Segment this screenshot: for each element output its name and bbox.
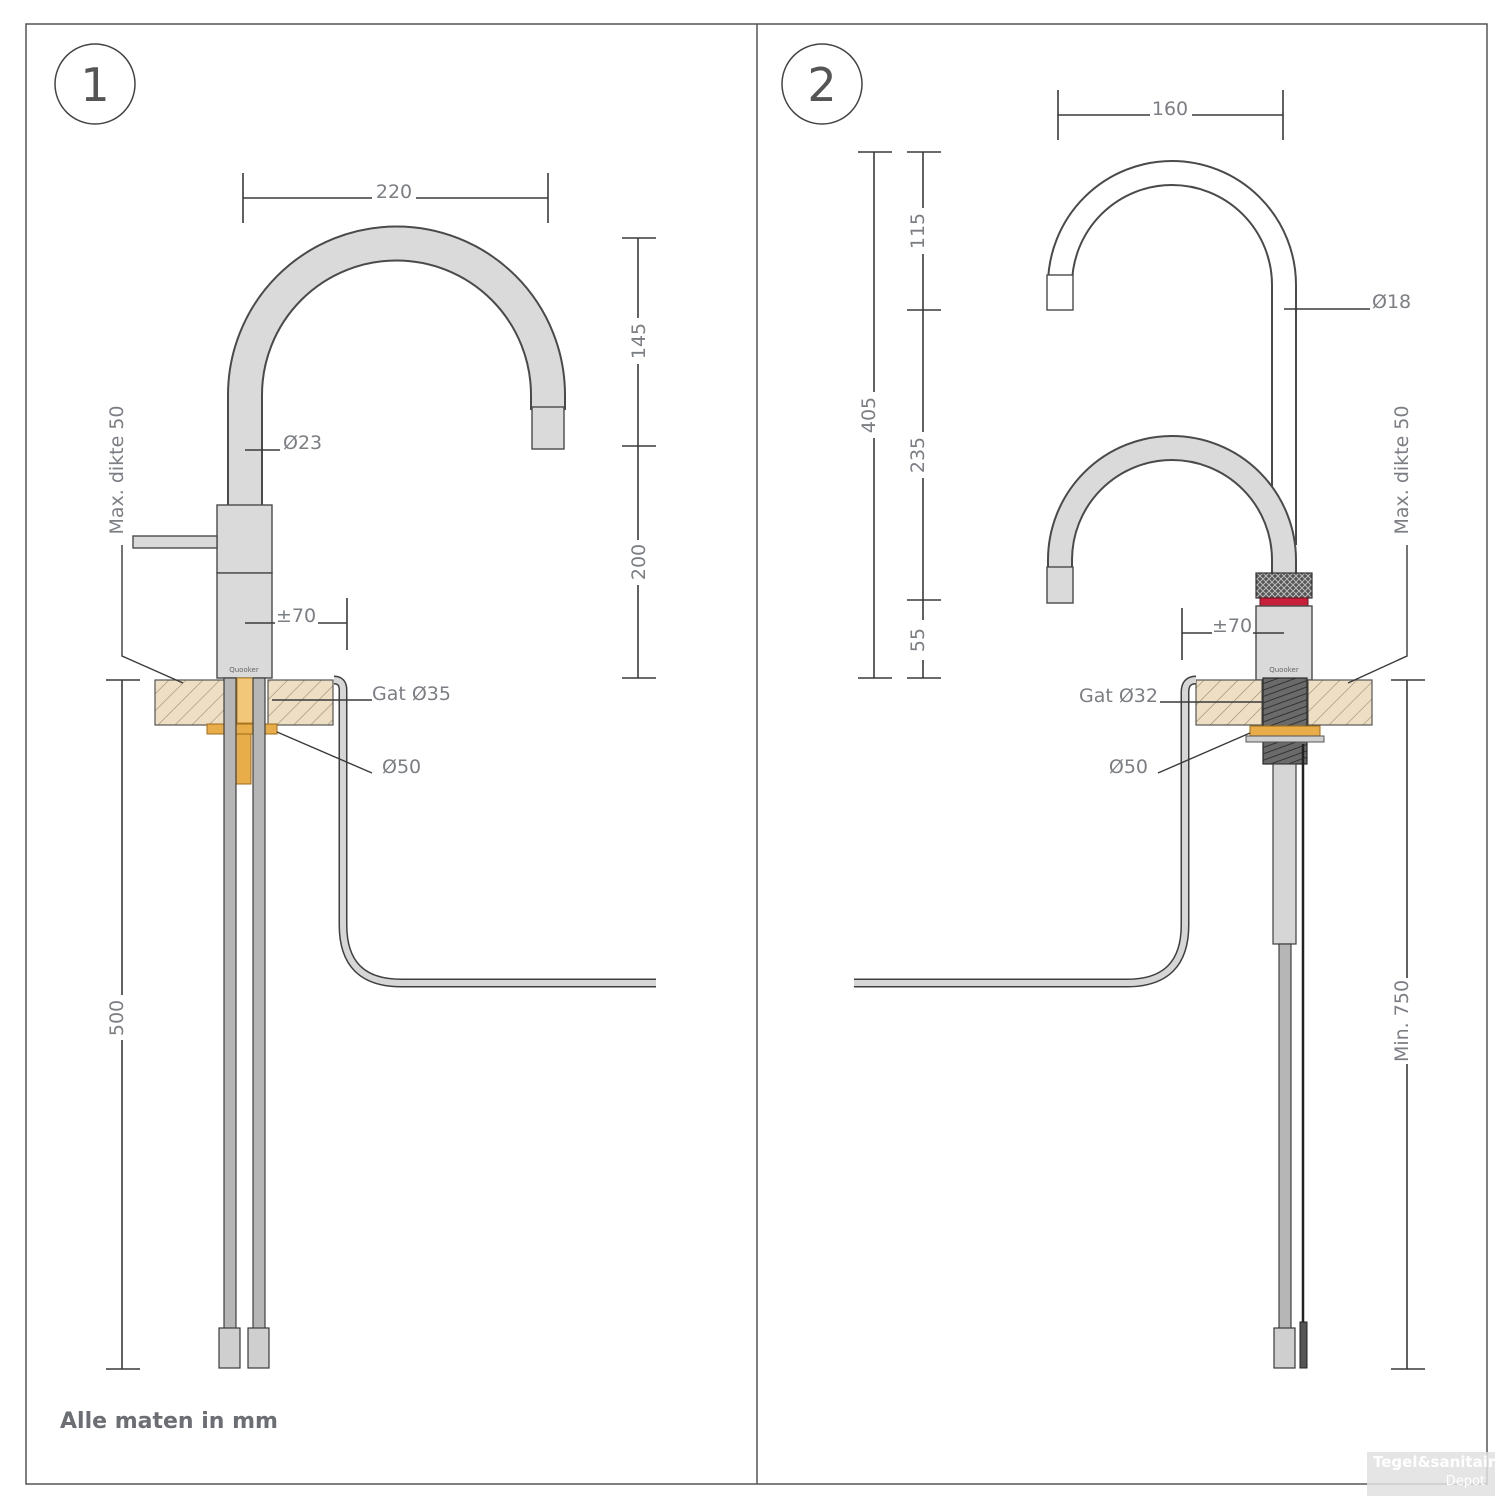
countertop-right (267, 679, 334, 726)
dim-220: 220 (242, 173, 549, 223)
max-thickness-2-label: Max. dikte 50 (1391, 405, 1413, 534)
dim-d23-label: Ø23 (283, 432, 322, 454)
panel-2-tall-spout (1046, 160, 1297, 545)
dim-115-label: 115 (907, 213, 929, 249)
dim-70-1-label: ±70 (276, 605, 316, 627)
mount-plate-2 (1245, 735, 1325, 743)
panel-2-number-circle (781, 43, 863, 125)
brass-washer-1 (206, 723, 278, 735)
dim-500-label: 500 (106, 1000, 128, 1036)
dim-70-2-label: ±70 (1212, 615, 1252, 637)
dim-200-label: 200 (628, 544, 650, 580)
watermark-line2: Depot (1445, 1474, 1485, 1489)
washer-2-label: Ø50 (1109, 756, 1148, 778)
min-750-label: Min. 750 (1391, 980, 1413, 1062)
dim-70-1: ±70 (245, 598, 348, 650)
spout-outlet (531, 406, 565, 450)
supply-tube-1 (333, 675, 656, 988)
central-tube (1272, 763, 1297, 945)
red-ring (1259, 597, 1309, 607)
max-thickness-1-label: Max. dikte 50 (106, 405, 128, 534)
tap-lever (132, 535, 218, 549)
panel-2: 2 160 Quooker Ø18 (781, 43, 1425, 1370)
dim-55-label: 55 (907, 628, 929, 652)
knurled-handle (1255, 572, 1313, 599)
dim-405-label: 405 (858, 397, 880, 433)
dim-145-label: 145 (628, 323, 650, 359)
hose-connector-2 (1273, 1327, 1296, 1369)
panel-1-number: 1 (80, 58, 109, 112)
countertop-2-right (1307, 679, 1373, 726)
hose-2 (1278, 943, 1292, 1333)
dim-405: 405 (858, 151, 892, 679)
dim-115-235-55: 115 235 55 (907, 151, 941, 679)
hose-right (252, 677, 266, 1331)
hole-2-label: Gat Ø32 (1079, 685, 1158, 707)
dim-d18-label: Ø18 (1372, 291, 1411, 313)
tall-spout-outlet (1046, 274, 1074, 311)
panel-2-low-spout (1046, 435, 1297, 604)
countertop-left (154, 679, 236, 726)
hose-left (223, 677, 237, 1331)
dim-160-label: 160 (1152, 98, 1188, 120)
cable-plug (1299, 1321, 1308, 1369)
dim-145-200: 145 200 (622, 237, 656, 679)
dim-235-label: 235 (907, 437, 929, 473)
panel-1-spout (227, 225, 566, 505)
dim-70-2: ±70 (1181, 608, 1284, 660)
tap-body (216, 572, 273, 679)
panel-2-number: 2 (807, 58, 836, 112)
tap-brand-2: Quooker (1269, 666, 1299, 674)
dim-160: 160 (1057, 90, 1284, 140)
tap-handle-housing (216, 504, 273, 574)
watermark-logo: Tegel&sanitair Depot (1367, 1452, 1495, 1496)
brass-washer-2 (1249, 725, 1321, 737)
low-spout-outlet (1046, 566, 1074, 604)
supply-tube-2 (854, 675, 1197, 988)
washer-1-label: Ø50 (382, 756, 421, 778)
hose-connector-left (218, 1327, 241, 1369)
hole-1-label: Gat Ø35 (372, 683, 451, 705)
panel-1-number-circle (54, 43, 136, 125)
brass-rod (235, 733, 252, 785)
hose-connector-right (247, 1327, 270, 1369)
panel-1: 1 220 Quooker Ø23 ±70 (54, 43, 656, 1370)
tap-brand-1: Quooker (229, 666, 259, 674)
dim-220-label: 220 (376, 181, 412, 203)
units-note: Alle maten in mm (60, 1409, 278, 1434)
watermark-line1: Tegel&sanitair (1373, 1453, 1496, 1471)
threaded-shank (1262, 677, 1308, 765)
